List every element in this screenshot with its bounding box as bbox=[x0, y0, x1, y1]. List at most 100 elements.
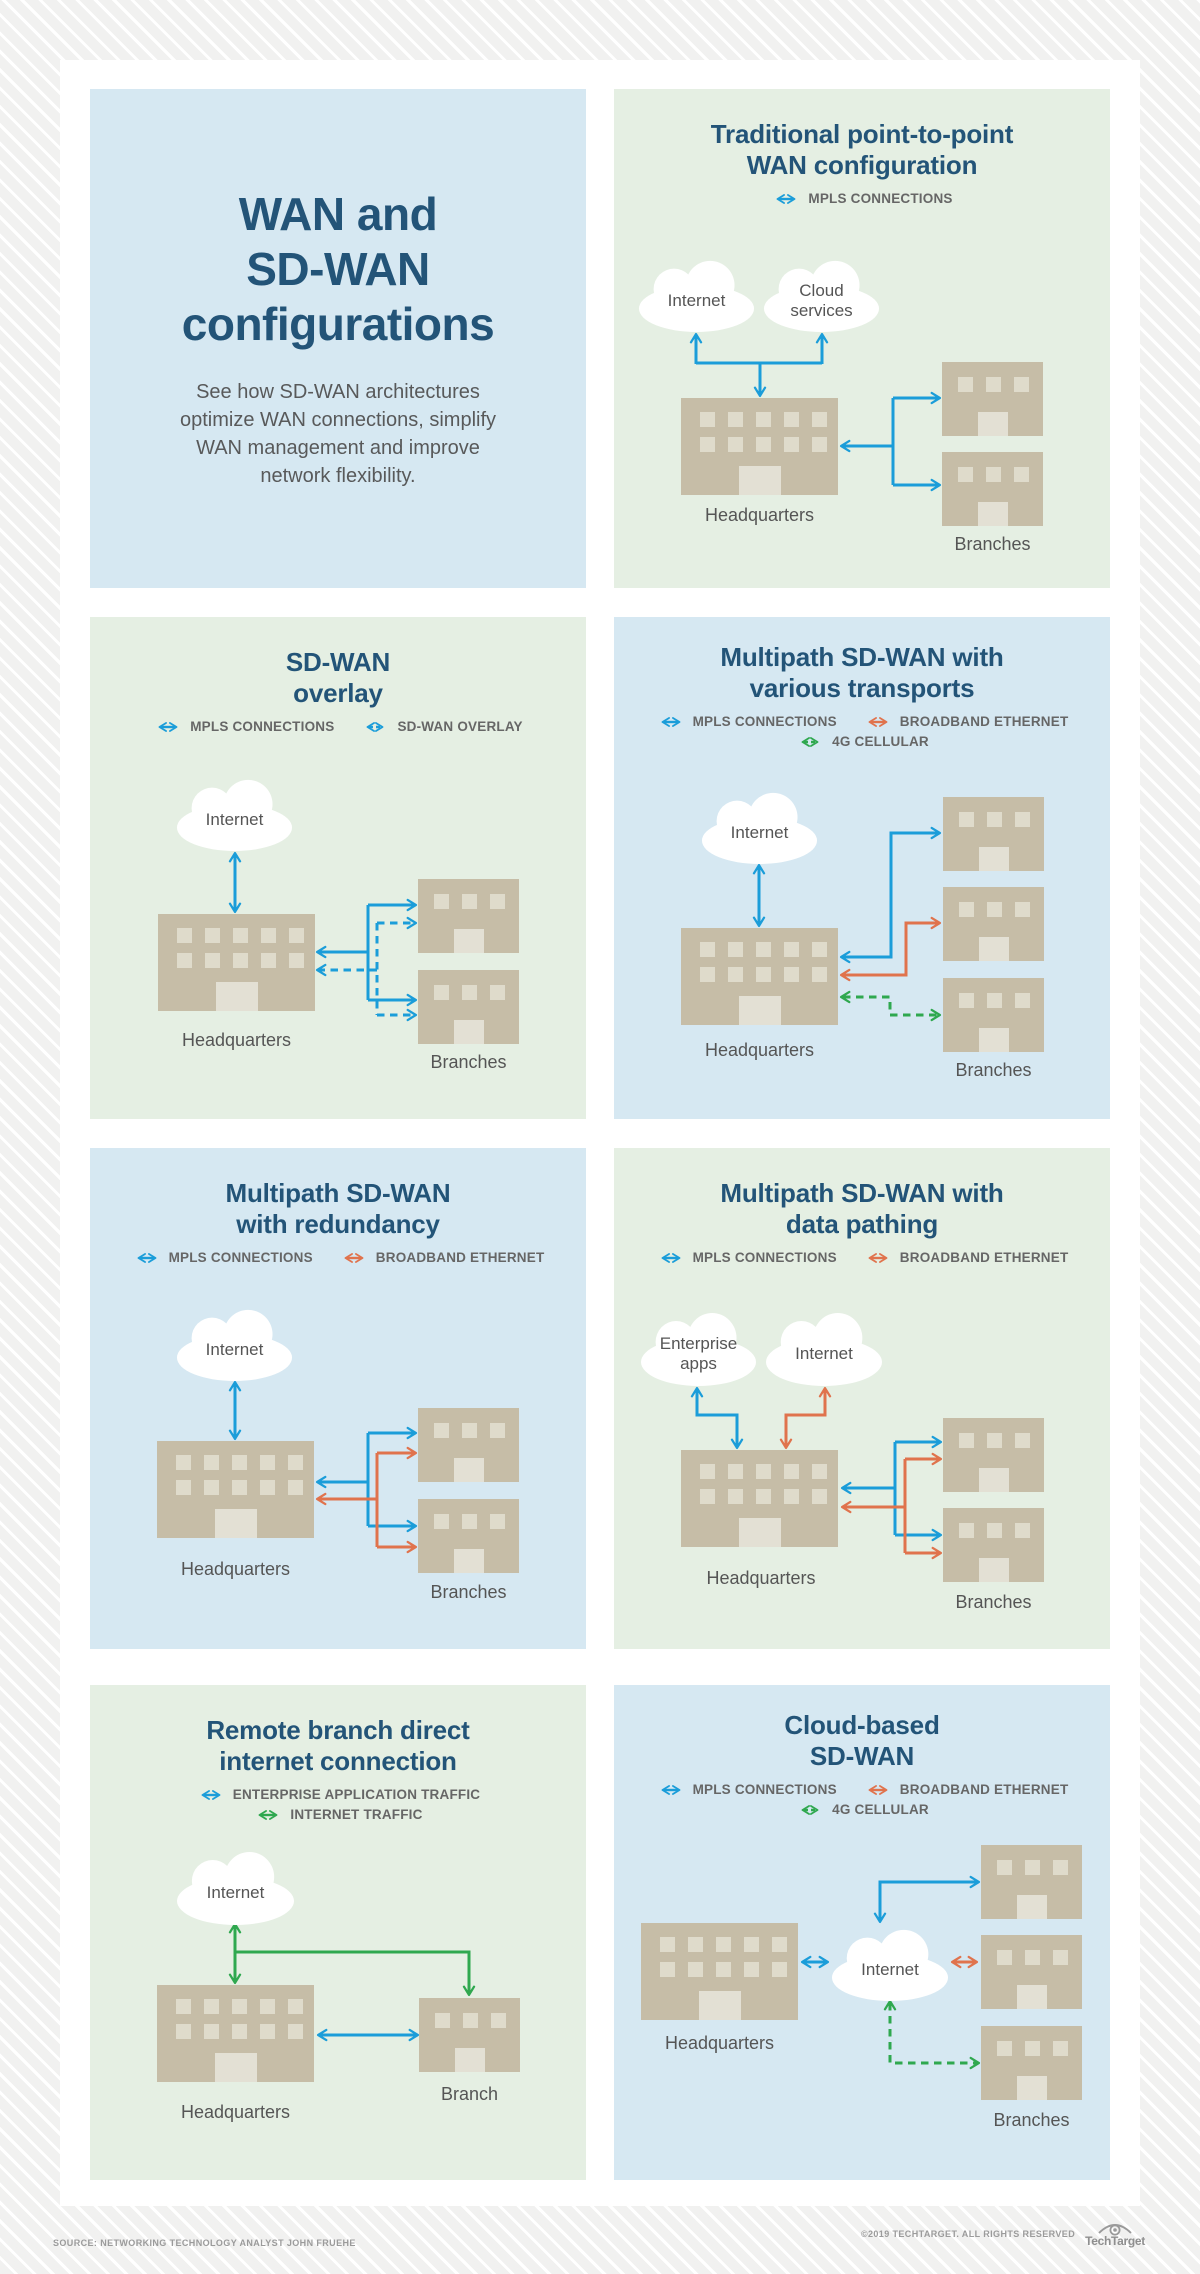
double-arrow-orange-icon bbox=[868, 1252, 888, 1263]
copyright-text: ©2019 TECHTARGET. ALL RIGHTS RESERVED bbox=[860, 2229, 1076, 2239]
legend: 4G CELLULAR bbox=[614, 734, 1110, 749]
legend-label: 4G CELLULAR bbox=[832, 734, 929, 750]
headquarters-building bbox=[681, 398, 838, 495]
internet-cloud: Internet bbox=[176, 775, 293, 851]
diagram-remote-branch-direct: Internet Headquarters Branch bbox=[90, 1830, 586, 2180]
legend-item-mpls: MPLS CONNECTIONS bbox=[656, 1782, 837, 1797]
diagram-cloud-based-sdwan: Headquarters Internet Branches bbox=[614, 1815, 1110, 2180]
cloud-services-cloud: Cloud services bbox=[763, 256, 880, 332]
legend-item-mpls: MPLS CONNECTIONS bbox=[656, 714, 837, 729]
source-credit: SOURCE: NETWORKING TECHNOLOGY ANALYST JO… bbox=[53, 2238, 356, 2248]
double-arrow-orange-icon bbox=[344, 1252, 364, 1263]
page-subtitle: See how SD-WAN architectures optimize WA… bbox=[179, 381, 497, 488]
techtarget-wordmark: TechTarget bbox=[1085, 2234, 1145, 2248]
branch-building bbox=[418, 970, 519, 1044]
headquarters-building bbox=[681, 928, 838, 1025]
internet-cloud: Internet bbox=[831, 1925, 949, 2001]
legend: ENTERPRISE APPLICATION TRAFFIC bbox=[90, 1787, 586, 1802]
headquarters-label: Headquarters bbox=[704, 1040, 815, 1060]
connection-lines bbox=[228, 851, 418, 1022]
legend: INTERNET TRAFFIC bbox=[90, 1807, 586, 1822]
headquarters-building bbox=[157, 1985, 314, 2082]
legend-label: 4G CELLULAR bbox=[832, 1802, 929, 1818]
connection-lines bbox=[800, 1875, 981, 2070]
cloud-label: Internet bbox=[861, 1960, 919, 1980]
double-arrow-blue-icon bbox=[137, 1252, 156, 1263]
legend-label: MPLS CONNECTIONS bbox=[808, 191, 953, 207]
legend-item-broadband: BROADBAND ETHERNET bbox=[339, 1250, 545, 1265]
internet-cloud: Internet bbox=[701, 788, 818, 864]
branch-building bbox=[981, 2026, 1082, 2100]
legend-item-mpls: MPLS CONNECTIONS bbox=[656, 1250, 837, 1265]
double-arrow-blue-icon bbox=[661, 1252, 680, 1263]
cloud-label: Internet bbox=[205, 810, 264, 830]
headquarters-label: Headquarters bbox=[664, 2033, 775, 2053]
legend-item-enterprise-traffic: ENTERPRISE APPLICATION TRAFFIC bbox=[196, 1787, 481, 1802]
branch-building bbox=[419, 1998, 520, 2072]
legend: MPLS CONNECTIONS bbox=[614, 191, 1110, 206]
branch-building bbox=[418, 879, 519, 953]
branch-building bbox=[418, 1408, 519, 1482]
legend-label: SD-WAN OVERLAY bbox=[397, 719, 523, 735]
footer-right: ©2019 TECHTARGET. ALL RIGHTS RESERVED Te… bbox=[861, 2220, 1145, 2248]
double-arrow-orange-icon bbox=[868, 1784, 888, 1795]
branches-label: Branches bbox=[955, 1592, 1032, 1612]
headquarters-label: Headquarters bbox=[704, 505, 815, 525]
branch-building bbox=[943, 1418, 1044, 1492]
legend-label: BROADBAND ETHERNET bbox=[899, 1250, 1069, 1266]
cloud-label: Cloud services bbox=[790, 281, 853, 320]
legend-item-mpls: MPLS CONNECTIONS bbox=[153, 719, 334, 734]
legend-label: MPLS CONNECTIONS bbox=[692, 1782, 837, 1798]
legend: MPLS CONNECTIONS SD-WAN OVERLAY bbox=[90, 719, 586, 734]
branch-building bbox=[942, 452, 1043, 526]
internet-cloud: Internet bbox=[765, 1308, 883, 1386]
legend-item-mpls: MPLS CONNECTIONS bbox=[771, 191, 952, 206]
internet-cloud: Internet bbox=[638, 256, 755, 332]
branch-label: Branch bbox=[440, 2084, 499, 2104]
diagram-sdwan-overlay: Internet Headquarters Branches bbox=[90, 747, 586, 1119]
legend-item-4g: 4G CELLULAR bbox=[795, 734, 929, 749]
connection-lines bbox=[690, 1386, 943, 1560]
branches-label: Branches bbox=[430, 1052, 507, 1072]
headquarters-label: Headquarters bbox=[706, 1568, 816, 1588]
double-arrow-blue-icon bbox=[201, 1789, 221, 1800]
branches-label: Branches bbox=[955, 1060, 1032, 1080]
page-title: WAN and SD-WAN configurations bbox=[181, 187, 495, 351]
legend-label: INTERNET TRAFFIC bbox=[290, 1807, 423, 1823]
diagram-multipath-data-pathing: Enterprise apps Internet Headquarters Br… bbox=[614, 1278, 1110, 1649]
connection-lines bbox=[228, 1922, 476, 2042]
headquarters-building bbox=[681, 1450, 838, 1547]
legend-item-sdwan-overlay: SD-WAN OVERLAY bbox=[360, 719, 523, 735]
branches-label: Branches bbox=[954, 534, 1031, 554]
eye-icon bbox=[1098, 2224, 1132, 2236]
headquarters-label: Headquarters bbox=[181, 1030, 292, 1050]
legend-label: MPLS CONNECTIONS bbox=[692, 1250, 837, 1266]
panel-intro: WAN and SD-WAN configurations See how SD… bbox=[90, 89, 586, 588]
legend: MPLS CONNECTIONS BROADBAND ETHERNET bbox=[90, 1250, 586, 1265]
headquarters-building bbox=[157, 1441, 314, 1538]
legend: 4G CELLULAR bbox=[614, 1802, 1110, 1817]
legend-label: BROADBAND ETHERNET bbox=[899, 1782, 1069, 1798]
legend-label: MPLS CONNECTIONS bbox=[190, 719, 335, 735]
branch-building bbox=[943, 978, 1044, 1052]
infographic-card: WAN and SD-WAN configurations See how SD… bbox=[60, 60, 1140, 2206]
cloud-label: Internet bbox=[205, 1340, 264, 1360]
branch-building bbox=[981, 1845, 1082, 1919]
headquarters-label: Headquarters bbox=[180, 2102, 291, 2122]
double-arrow-dashed-blue-icon bbox=[367, 721, 384, 732]
legend: MPLS CONNECTIONS BROADBAND ETHERNET bbox=[614, 1782, 1110, 1797]
legend-label: MPLS CONNECTIONS bbox=[168, 1250, 313, 1266]
legend-label: BROADBAND ETHERNET bbox=[899, 714, 1069, 730]
branch-building bbox=[942, 362, 1043, 436]
headquarters-label: Headquarters bbox=[180, 1559, 291, 1579]
branch-building bbox=[981, 1935, 1082, 2009]
